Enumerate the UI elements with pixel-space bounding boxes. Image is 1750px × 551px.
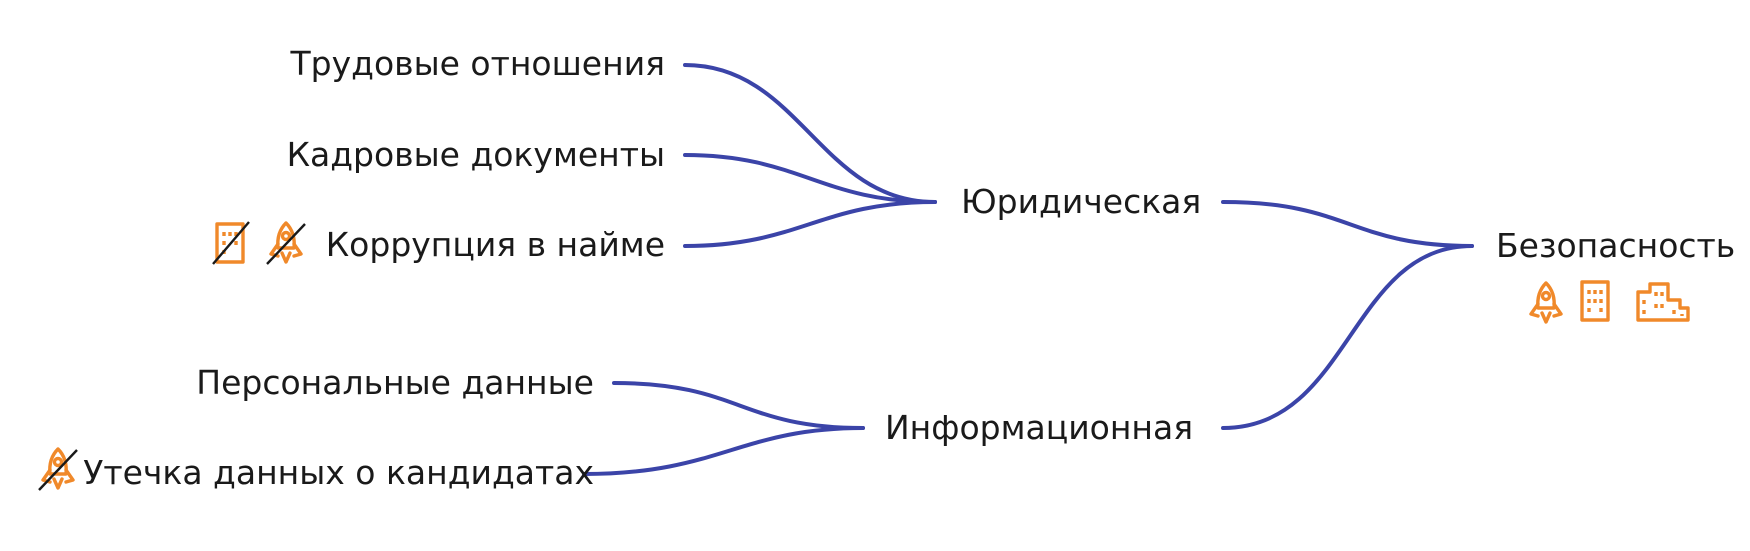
rocket-icon bbox=[1525, 280, 1567, 326]
rocket-crossed-icon bbox=[37, 446, 79, 492]
root-node-label[interactable]: Безопасность bbox=[1496, 226, 1736, 265]
connector-korruptsiya bbox=[683, 200, 937, 248]
leaf-trudovye-label[interactable]: Трудовые отношения bbox=[290, 44, 666, 83]
leaf-korruptsiya-label[interactable]: Коррупция в найме bbox=[325, 225, 665, 264]
connector-trudovye bbox=[683, 63, 937, 204]
branch-yuridicheskaya-label[interactable]: Юридическая bbox=[961, 182, 1202, 221]
connector-yuridicheskaya bbox=[1221, 200, 1474, 248]
factory-icon bbox=[1634, 278, 1692, 324]
leaf-kadrovye-label[interactable]: Кадровые документы bbox=[286, 135, 665, 174]
rocket-crossed-icon bbox=[265, 220, 307, 266]
leaf-personalnye-label[interactable]: Персональные данные bbox=[196, 363, 594, 402]
connector-personalnye bbox=[612, 381, 865, 430]
leaf-utechka-label[interactable]: Утечка данных о кандидатах bbox=[83, 453, 594, 492]
building-crossed-icon bbox=[209, 220, 251, 266]
building-icon bbox=[1574, 278, 1616, 324]
branch-informatsionnaya-label[interactable]: Информационная bbox=[885, 408, 1194, 447]
connector-kadrovye bbox=[683, 153, 937, 204]
connector-utechka bbox=[582, 426, 865, 476]
connector-informatsionnaya bbox=[1221, 244, 1474, 430]
